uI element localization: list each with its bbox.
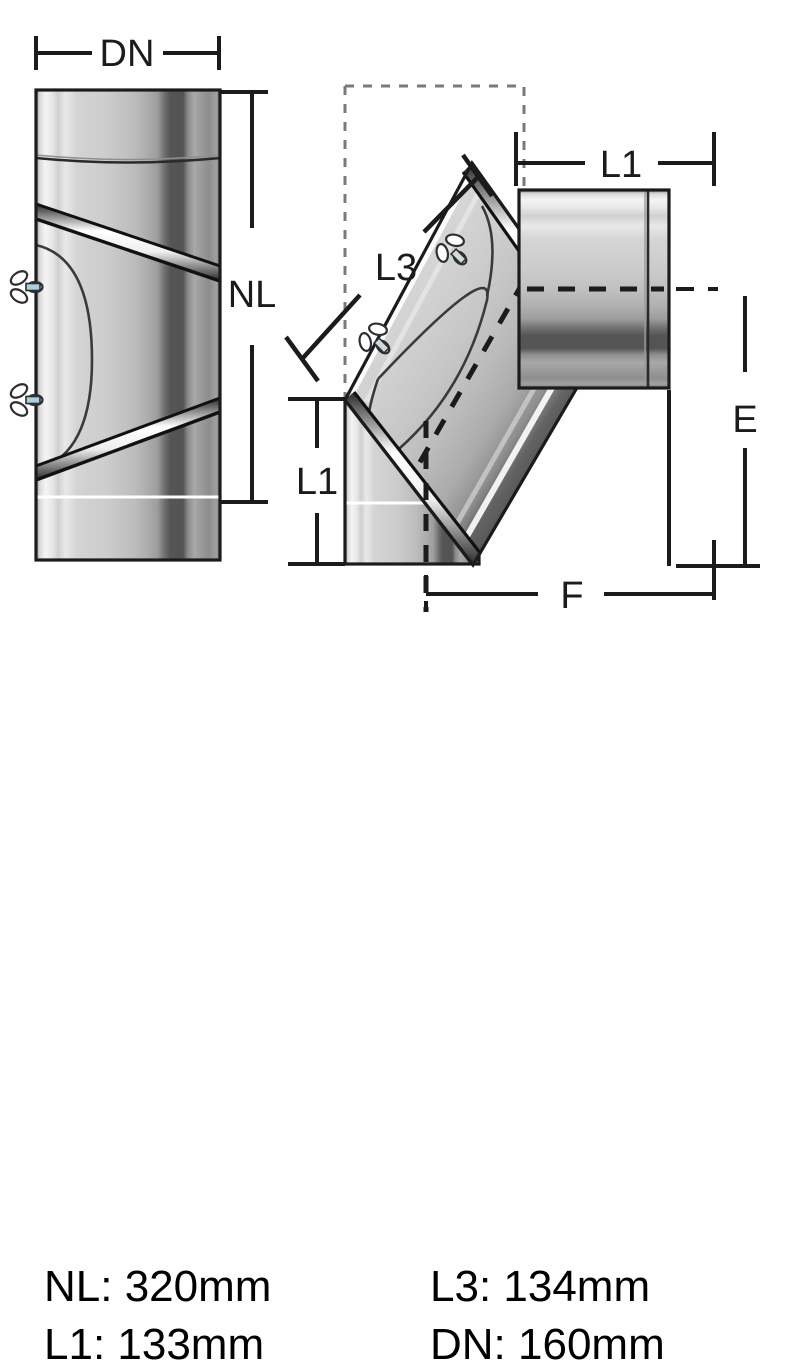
dimension-e	[667, 287, 760, 568]
inspection-hatch-left	[35, 243, 94, 472]
dimension-nl	[220, 90, 268, 504]
clamp-band-lower	[35, 396, 221, 482]
dimension-l1-top	[514, 132, 716, 186]
dimension-dn	[34, 36, 221, 70]
dimension-f	[424, 540, 716, 612]
left-view-straight-pipe: DN	[9, 33, 277, 562]
legend: NL: 320mm L3: 134mm L1: 133mm DN: 160mm	[0, 626, 800, 1369]
legend-entry-l3: L3: 134mm	[430, 1262, 651, 1311]
legend-entry-nl: NL: 320mm	[44, 1262, 272, 1311]
wing-nut-lower-diagonal	[358, 322, 391, 355]
clamp-band-upper	[35, 202, 221, 283]
dimension-label-l1-bottom: L1	[296, 461, 338, 503]
dimension-label-e: E	[732, 399, 757, 441]
dimension-label-dn: DN	[100, 33, 155, 75]
dimension-label-f: F	[560, 575, 583, 617]
clamp-bands-left	[35, 202, 221, 482]
legend-entry-dn: DN: 160mm	[430, 1320, 665, 1369]
dimension-l3	[284, 153, 494, 383]
dimension-label-nl: NL	[228, 274, 277, 316]
wing-nut-lower-left	[9, 383, 44, 417]
left-pipe-body	[34, 88, 222, 562]
dimension-label-l1-top: L1	[600, 144, 642, 186]
right-view-offset-elbow: L3 L1 L1 E	[284, 84, 760, 617]
legend-entry-l1: L1: 133mm	[44, 1320, 265, 1369]
dimension-l1-bottom	[288, 397, 345, 566]
technical-drawing-svg: DN	[9, 33, 760, 617]
wing-nut-upper-left	[9, 270, 44, 304]
wing-nut-upper-diagonal	[435, 233, 468, 266]
drawing-canvas: DN	[0, 33, 800, 1369]
dimension-label-l3: L3	[375, 247, 417, 289]
construction-box	[343, 84, 526, 400]
